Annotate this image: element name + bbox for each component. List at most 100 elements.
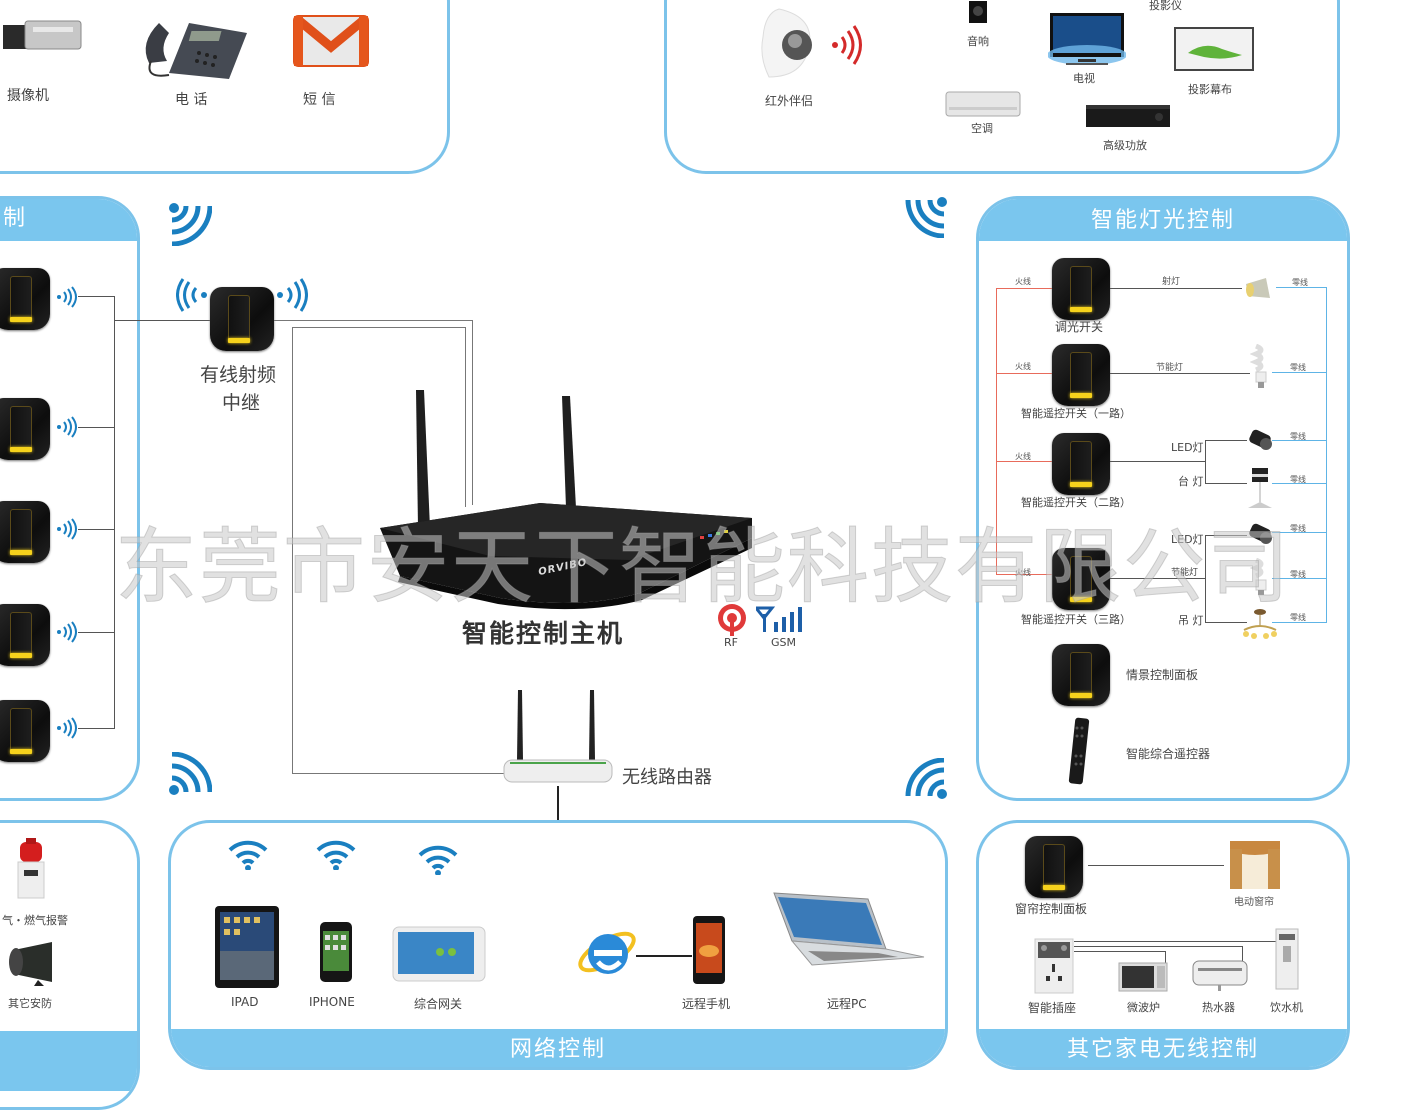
alarm-light-icon bbox=[17, 838, 45, 899]
telephone-icon bbox=[139, 3, 249, 79]
internet-explorer-icon bbox=[578, 931, 636, 974]
wifi-icon bbox=[418, 845, 458, 875]
electric-curtain-icon bbox=[1230, 841, 1280, 889]
chandelier-icon bbox=[1243, 609, 1277, 639]
sensor-switch bbox=[0, 604, 50, 666]
remote-phone-label: 远程手机 bbox=[682, 997, 731, 1011]
router-host-wire bbox=[292, 327, 466, 328]
neutral-wire-label: 零线 bbox=[1290, 613, 1306, 622]
load-wire bbox=[1205, 535, 1247, 536]
dimmer-switch-label: 调光开关 bbox=[1055, 320, 1104, 334]
repeater-signal-left-icon bbox=[176, 278, 207, 312]
curtain-control-panel-device bbox=[1025, 836, 1083, 898]
live-wire-branch bbox=[996, 574, 1052, 575]
ipad-icon bbox=[215, 906, 279, 988]
sensor-bus-wire bbox=[78, 632, 114, 633]
live-wire-label: 火线 bbox=[1015, 277, 1031, 286]
appliance-panel-title: 其它家电无线控制 bbox=[1066, 1037, 1259, 1062]
lighting-control-panel: 智能灯光控制 bbox=[976, 196, 1350, 801]
neutral-wire-branch bbox=[1272, 372, 1327, 373]
wifi-icon bbox=[228, 840, 268, 870]
water-heater-label: 热水器 bbox=[1202, 1001, 1235, 1014]
live-wire-branch bbox=[996, 373, 1052, 374]
load-wire bbox=[1110, 373, 1250, 374]
neutral-wire-branch bbox=[1272, 483, 1327, 484]
live-wire-trunk bbox=[996, 288, 997, 574]
socket-wire bbox=[1074, 941, 1284, 942]
spotlight-label: 射灯 bbox=[1162, 277, 1181, 287]
repeater-signal-right-icon bbox=[277, 278, 308, 312]
camera-label: 摄像机 bbox=[7, 88, 49, 104]
notification-panel: 摄像机 电 话 短 信 bbox=[0, 0, 450, 174]
curtain-control-panel-label: 窗帘控制面板 bbox=[1015, 902, 1088, 916]
gateway-label: 综合网关 bbox=[414, 997, 463, 1011]
sms-mail-icon bbox=[293, 15, 369, 67]
iphone-label: IPHONE bbox=[309, 995, 355, 1009]
load-wire bbox=[1110, 578, 1206, 579]
rf-signal-icon bbox=[57, 621, 77, 643]
socket-wire bbox=[1074, 951, 1166, 952]
curtain-wire bbox=[1088, 865, 1224, 866]
tv-icon bbox=[1048, 13, 1126, 67]
socket-wire bbox=[1165, 951, 1166, 963]
remote-switch-2way bbox=[1052, 433, 1110, 495]
neutral-wire-label: 零线 bbox=[1290, 475, 1306, 484]
lighting-panel-header: 智能灯光控制 bbox=[979, 199, 1347, 241]
sensor-switch bbox=[0, 700, 50, 762]
neutral-wire-label: 零线 bbox=[1292, 278, 1308, 287]
wireless-router-device bbox=[502, 690, 614, 786]
speaker-label: 音响 bbox=[967, 35, 989, 48]
sensor-bus-wire bbox=[78, 427, 114, 428]
load-wire bbox=[1110, 461, 1206, 462]
socket-wire bbox=[1242, 946, 1243, 962]
air-conditioner-label: 空调 bbox=[971, 122, 993, 135]
security-panel-footer bbox=[0, 1031, 137, 1091]
led-spot-icon bbox=[1249, 429, 1272, 450]
sensor-bus-wire bbox=[78, 529, 114, 530]
gsm-label: GSM bbox=[771, 636, 796, 649]
socket-wire bbox=[1074, 946, 1243, 947]
microwave-icon bbox=[1118, 962, 1168, 992]
ipad-label: IPAD bbox=[231, 995, 259, 1009]
appliance-panel-footer: 其它家电无线控制 bbox=[979, 1029, 1347, 1067]
live-wire-branch bbox=[996, 288, 1052, 289]
repeater-host-wire bbox=[472, 320, 473, 505]
rf-signal-icon bbox=[57, 518, 77, 540]
smart-socket-icon bbox=[1034, 938, 1074, 994]
neutral-wire-label: 零线 bbox=[1290, 570, 1306, 579]
load-wire bbox=[1205, 440, 1206, 483]
neutral-wire-branch bbox=[1272, 622, 1327, 623]
repeater-label-line2: 中继 bbox=[222, 392, 261, 414]
sensor-bus-wire bbox=[78, 296, 114, 297]
neutral-wire-branch bbox=[1276, 287, 1327, 288]
wifi-corner-icon bbox=[905, 758, 947, 799]
scene-control-panel-label: 情景控制面板 bbox=[1126, 668, 1199, 682]
wifi-corner-icon bbox=[169, 203, 212, 246]
sensor-bus-trunk bbox=[114, 296, 115, 729]
ir-companion-icon bbox=[759, 7, 815, 79]
load-wire bbox=[1205, 483, 1247, 484]
router-host-wire bbox=[465, 327, 466, 507]
cfl-label: 节能灯 bbox=[1171, 568, 1199, 578]
live-wire-branch bbox=[996, 461, 1052, 462]
rf-signal-icon bbox=[57, 416, 77, 438]
ir-appliance-panel: 红外伴侣 音响 投影仪 电视 投影幕布 空调 高级功放 bbox=[664, 0, 1340, 174]
water-heater-icon bbox=[1192, 960, 1248, 991]
spotlight-icon bbox=[1246, 278, 1270, 298]
siren-icon bbox=[9, 942, 52, 986]
rf-icon bbox=[718, 604, 746, 636]
network-panel-footer: 网络控制 bbox=[171, 1029, 945, 1067]
neutral-wire-label: 零线 bbox=[1290, 363, 1306, 372]
remote-control-label: 智能综合遥控器 bbox=[1126, 747, 1211, 761]
alarm-label: 气・燃气报警 bbox=[2, 914, 68, 927]
sensor-bus-wire bbox=[78, 728, 114, 729]
projector-label: 投影仪 bbox=[1149, 0, 1182, 12]
sensor-switch bbox=[0, 501, 50, 563]
sms-label: 短 信 bbox=[303, 92, 336, 108]
gateway-icon bbox=[392, 926, 486, 982]
neutral-wire-trunk bbox=[1326, 287, 1327, 623]
cfl-label: 节能灯 bbox=[1156, 363, 1184, 373]
electric-curtain-label: 电动窗帘 bbox=[1234, 897, 1274, 908]
rf-label: RF bbox=[724, 636, 738, 649]
amplifier-label: 高级功放 bbox=[1103, 139, 1147, 152]
